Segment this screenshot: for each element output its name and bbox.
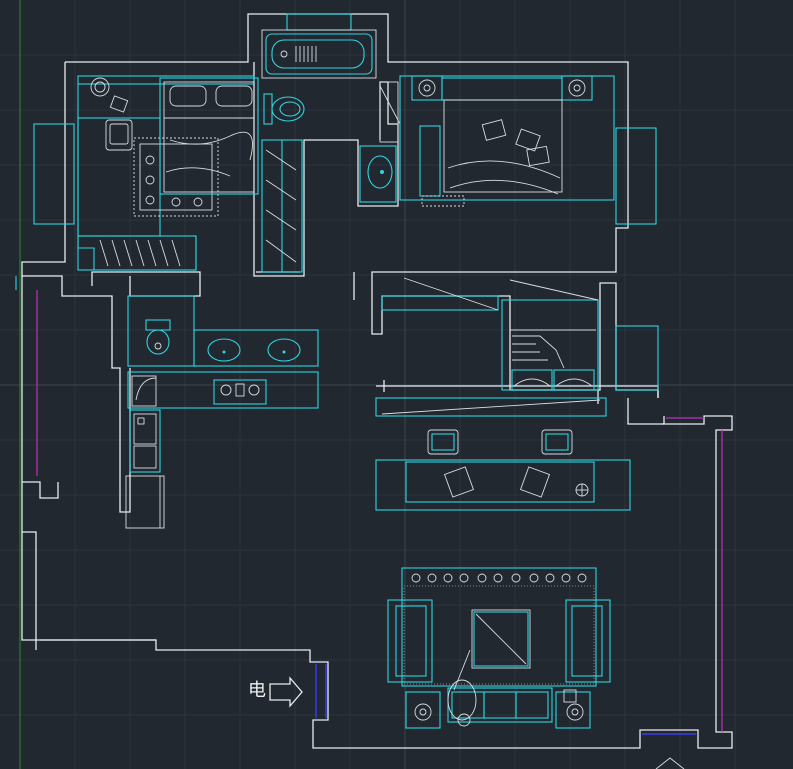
arrow-right-icon [269, 676, 303, 708]
double-bed-icon [159, 77, 259, 195]
living-room [387, 567, 611, 729]
person-figure [447, 649, 477, 727]
office-chair-icon [427, 429, 573, 455]
kitchen [125, 295, 319, 529]
fridge-icon [133, 413, 157, 469]
master-bed-icon [441, 77, 563, 195]
windows [15, 13, 659, 391]
power-label: 电 [248, 680, 266, 701]
bedroom-master [379, 75, 615, 207]
desk-chair-icon [105, 119, 133, 151]
coffee-table-icon [471, 609, 531, 669]
toilet-2-icon [145, 319, 171, 355]
sofa-icon [387, 599, 611, 723]
stairs [381, 277, 599, 391]
toilet-icon [263, 93, 305, 125]
entrance-door [315, 664, 696, 735]
stove-icon [213, 379, 267, 405]
bathroom [261, 29, 401, 273]
bathtub-icon [271, 39, 365, 69]
sink-icon [207, 338, 301, 362]
glazing [36, 290, 723, 732]
washbasin-icon [359, 145, 397, 203]
study-area [375, 397, 631, 511]
bedroom-left [77, 75, 259, 271]
